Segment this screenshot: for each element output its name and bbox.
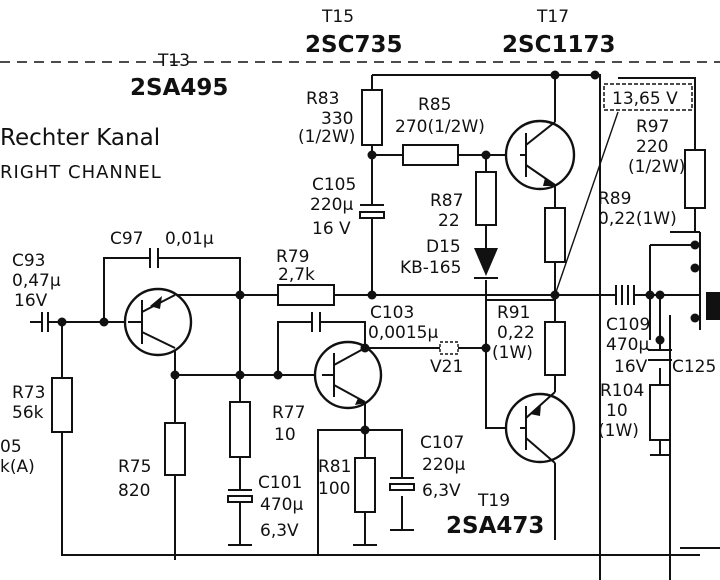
r97-v2: (1/2W) bbox=[628, 157, 685, 177]
c103-ref: C103 bbox=[370, 303, 414, 323]
diode-d15 bbox=[474, 248, 498, 279]
c109-v2: 16V bbox=[614, 357, 648, 377]
r83-ref: R83 bbox=[306, 89, 339, 109]
c93-ref: C93 bbox=[12, 251, 46, 271]
r83-v1: 330 bbox=[321, 109, 353, 129]
resistors bbox=[51, 89, 706, 513]
c109-v1: 470µ bbox=[606, 335, 649, 355]
channel-de: Rechter Kanal bbox=[0, 125, 160, 151]
t17-ref: T17 bbox=[536, 7, 569, 27]
c93-v1: 0,47µ bbox=[12, 271, 61, 291]
c109-ref: C109 bbox=[606, 315, 650, 335]
d15-v1: KB-165 bbox=[400, 258, 461, 278]
v21-element bbox=[439, 341, 459, 355]
r77-ref: R77 bbox=[272, 403, 305, 423]
r104-v2: (1W) bbox=[598, 421, 639, 441]
resistor-t17-emitter bbox=[544, 207, 566, 263]
resistor-r79 bbox=[277, 284, 335, 306]
resistor-r87 bbox=[475, 171, 497, 226]
t19-type: 2SA473 bbox=[446, 513, 544, 539]
r85-v1: 270(1/2W) bbox=[395, 117, 485, 137]
r97-ref: R97 bbox=[636, 117, 669, 137]
transistor-t13 bbox=[123, 287, 193, 357]
c105-ref: C105 bbox=[312, 175, 356, 195]
r73-v1: 56k bbox=[12, 403, 44, 423]
r75-v1: 820 bbox=[118, 481, 150, 501]
r79-v1: 2,7k bbox=[278, 265, 315, 285]
r81-ref: R81 bbox=[318, 457, 351, 477]
transistor-t19 bbox=[504, 391, 576, 464]
resistor-r104 bbox=[649, 384, 671, 441]
r77-v1: 10 bbox=[274, 425, 296, 445]
c107-v2: 6,3V bbox=[422, 481, 461, 501]
resistor-r85 bbox=[402, 144, 459, 166]
r91-ref: R91 bbox=[497, 303, 530, 323]
v21-ref: V21 bbox=[430, 357, 463, 377]
r85-ref: R85 bbox=[418, 95, 451, 115]
r89-v1: 0,22(1W) bbox=[598, 209, 677, 229]
c125-ref: C125 bbox=[672, 357, 716, 377]
resistor-r73 bbox=[51, 377, 73, 433]
resistor-r81 bbox=[354, 457, 376, 513]
transistor-t15 bbox=[313, 340, 383, 410]
r91-v1: 0,22 bbox=[497, 323, 535, 343]
t19-ref: T19 bbox=[477, 491, 510, 511]
c105-v2: 16 V bbox=[312, 219, 351, 239]
r79-ref: R79 bbox=[276, 247, 309, 267]
t17-type: 2SC1173 bbox=[502, 32, 615, 58]
junction-dots bbox=[57, 70, 700, 435]
c97-v1: 0,01µ bbox=[165, 229, 214, 249]
t13-type: 2SA495 bbox=[130, 75, 228, 101]
c101-ref: C101 bbox=[258, 473, 302, 493]
r97-v1: 220 bbox=[636, 137, 668, 157]
c107-ref: C107 bbox=[420, 433, 464, 453]
r83-v2: (1/2W) bbox=[298, 127, 355, 147]
channel-en: RIGHT CHANNEL bbox=[0, 162, 162, 183]
c101-v2: 6,3V bbox=[260, 521, 299, 541]
r89-ref: R89 bbox=[598, 189, 631, 209]
transistor-t17 bbox=[504, 119, 576, 191]
r75-ref: R75 bbox=[118, 457, 151, 477]
resistor-r91 bbox=[544, 321, 566, 376]
capacitors bbox=[41, 204, 672, 546]
voltage-box-label: 13,65 V bbox=[612, 89, 678, 109]
resistor-r83 bbox=[361, 89, 383, 146]
c101-v1: 470µ bbox=[260, 495, 303, 515]
t15-ref: T15 bbox=[321, 7, 354, 27]
r73-ref: R73 bbox=[12, 383, 45, 403]
edge-block bbox=[706, 292, 720, 320]
c97-ref: C97 bbox=[110, 229, 144, 249]
r104-v1: 10 bbox=[606, 401, 628, 421]
r87-v1: 22 bbox=[438, 211, 460, 231]
c107-v1: 220µ bbox=[422, 455, 465, 475]
c103-v1: 0,0015µ bbox=[368, 323, 438, 343]
r87-ref: R87 bbox=[430, 191, 463, 211]
edge-label-2: k(A) bbox=[0, 457, 35, 477]
resistor-r75 bbox=[164, 422, 186, 476]
t13-ref: T13 bbox=[157, 51, 190, 71]
c105-v1: 220µ bbox=[310, 195, 353, 215]
c93-v2: 16V bbox=[14, 291, 48, 311]
t15-type: 2SC735 bbox=[305, 32, 402, 58]
d15-ref: D15 bbox=[426, 237, 461, 257]
r104-ref: R104 bbox=[600, 381, 644, 401]
voltage-box bbox=[603, 83, 693, 111]
r81-v1: 100 bbox=[318, 479, 350, 499]
resistor-r77 bbox=[229, 401, 251, 458]
resistor-r97 bbox=[684, 149, 706, 209]
edge-label-1: 05 bbox=[0, 437, 22, 457]
r91-v2: (1W) bbox=[492, 343, 533, 363]
